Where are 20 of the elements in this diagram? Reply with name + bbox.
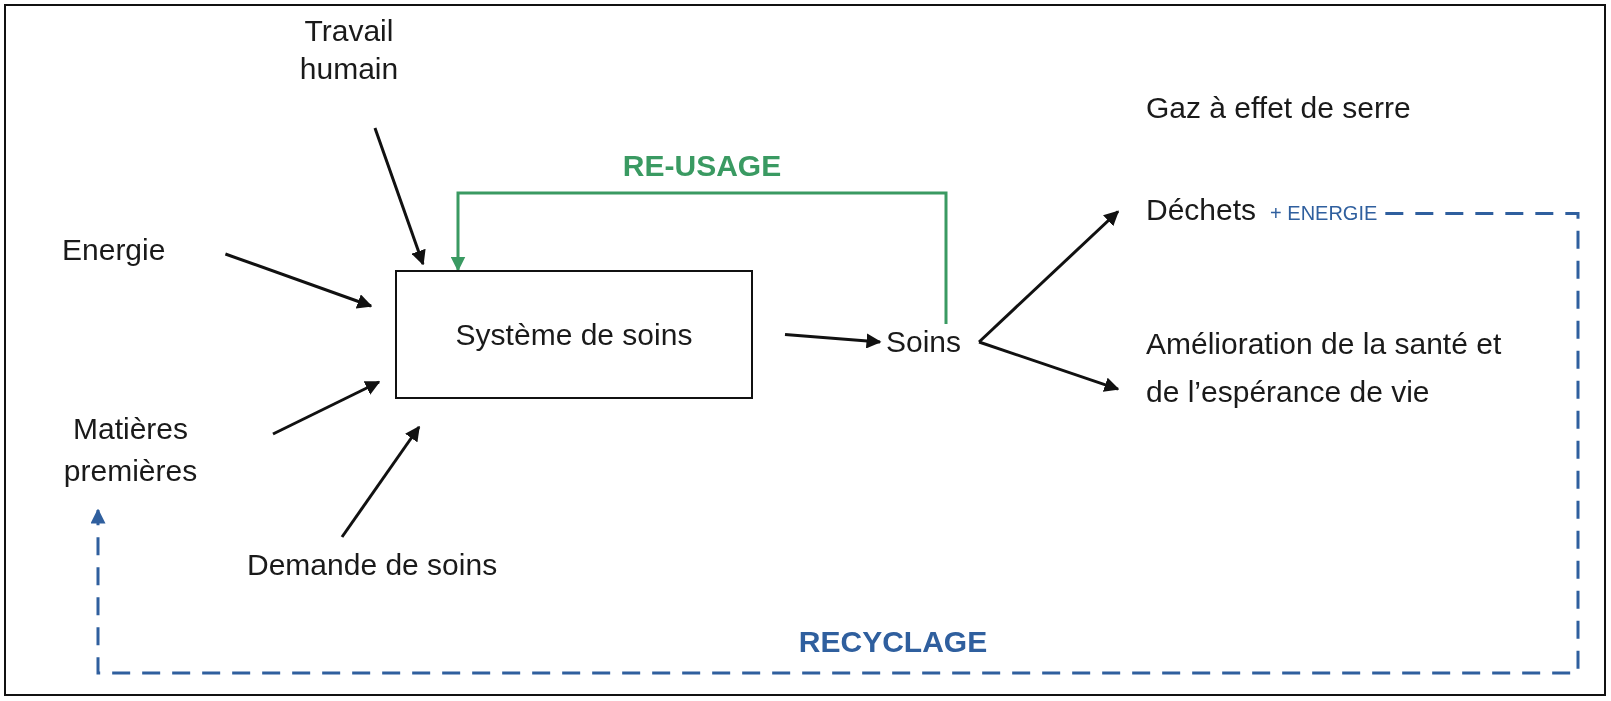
- arrow: [978, 340, 1120, 392]
- arrow: [450, 191, 948, 324]
- arrow: [978, 210, 1120, 344]
- box-label: Système de soins: [455, 316, 693, 353]
- node-label: Déchets: [1146, 193, 1257, 226]
- arrow: [224, 252, 373, 309]
- node-label: Soins: [886, 322, 962, 362]
- arrow: [272, 380, 381, 436]
- node-label: Amélioration de la santé et de l’espérance de vie: [1146, 320, 1506, 416]
- node-label: Gaz à effet de serre: [1146, 88, 1411, 128]
- node-label: Demande de soins: [247, 545, 498, 585]
- arrow: [373, 127, 426, 266]
- arrow: [340, 425, 421, 538]
- process-box: [395, 270, 753, 399]
- arrow: [784, 333, 882, 349]
- node-label: Travail humain: [290, 12, 408, 88]
- node-label: Matières premières: [38, 408, 223, 492]
- annotation-label: + ENERGIE: [1270, 202, 1378, 224]
- dashed-arrow: [90, 212, 1580, 675]
- node-label: Energie: [62, 230, 166, 270]
